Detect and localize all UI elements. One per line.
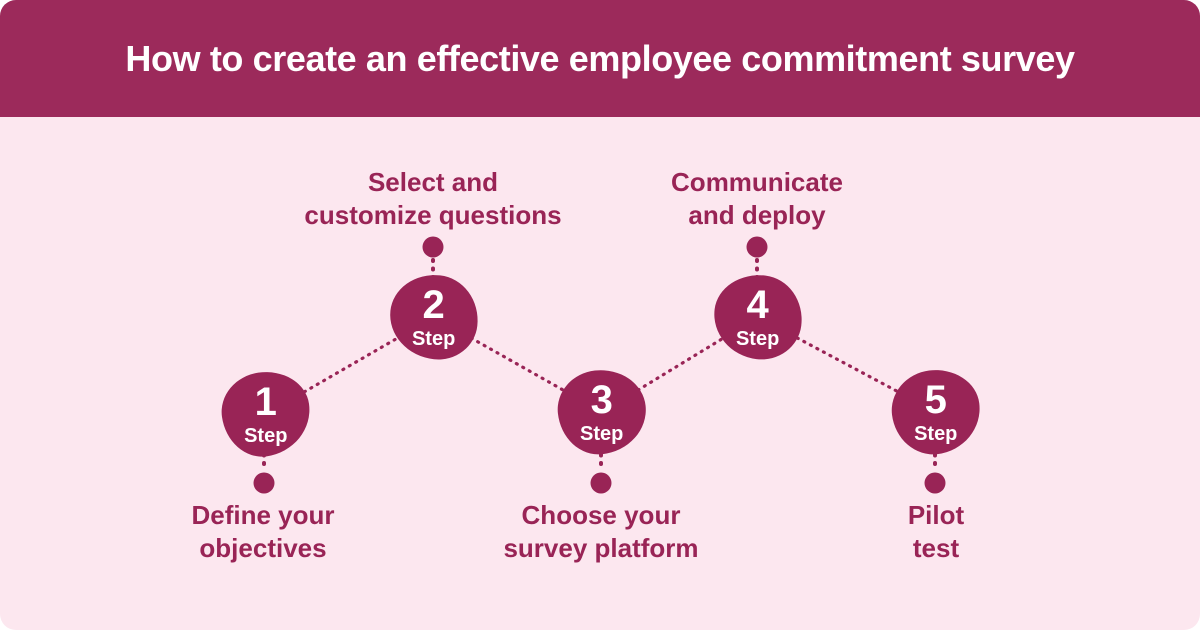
infographic-title: How to create an effective employee comm… bbox=[125, 37, 1075, 79]
step-1-number: 1 bbox=[254, 379, 278, 424]
step-2-word: Step bbox=[412, 327, 456, 350]
step-5-caption: Pilot test bbox=[786, 499, 1086, 565]
step-3-number: 3 bbox=[590, 377, 614, 422]
caption-line: test bbox=[912, 533, 960, 563]
step-4-caption: Communicate and deploy bbox=[597, 166, 917, 232]
step-3-caption: Choose your survey platform bbox=[441, 499, 761, 565]
step-5-word: Step bbox=[914, 422, 958, 445]
endpoint-dot bbox=[924, 472, 946, 494]
caption-line: Choose your bbox=[521, 500, 681, 530]
caption-line: and deploy bbox=[688, 200, 826, 230]
caption-line: customize questions bbox=[304, 200, 562, 230]
endpoint-dot bbox=[422, 236, 444, 258]
caption-line: Communicate bbox=[671, 167, 843, 197]
step-2-blob-content: 2 Step bbox=[412, 282, 456, 350]
step-5-number: 5 bbox=[924, 377, 948, 422]
step-1-caption: Define your objectives bbox=[113, 499, 413, 565]
step-3-word: Step bbox=[580, 422, 624, 445]
endpoint-dot bbox=[746, 236, 768, 258]
caption-line: survey platform bbox=[503, 533, 699, 563]
endpoint-dot bbox=[590, 472, 612, 494]
caption-line: Pilot bbox=[907, 500, 965, 530]
caption-line: Select and bbox=[367, 167, 499, 197]
step-1-word: Step bbox=[244, 424, 288, 447]
step-2-caption: Select and customize questions bbox=[273, 166, 593, 232]
caption-line: Define your bbox=[191, 500, 335, 530]
step-5-blob-content: 5 Step bbox=[914, 377, 958, 445]
caption-line: objectives bbox=[199, 533, 327, 563]
endpoint-dot bbox=[253, 472, 275, 494]
step-2-number: 2 bbox=[422, 282, 446, 327]
step-1-blob-content: 1 Step bbox=[244, 379, 288, 447]
step-3-blob-content: 3 Step bbox=[580, 377, 624, 445]
title-banner: How to create an effective employee comm… bbox=[0, 0, 1200, 117]
step-4-blob-content: 4 Step bbox=[736, 282, 780, 350]
step-4-word: Step bbox=[736, 327, 780, 350]
step-4-number: 4 bbox=[746, 282, 770, 327]
